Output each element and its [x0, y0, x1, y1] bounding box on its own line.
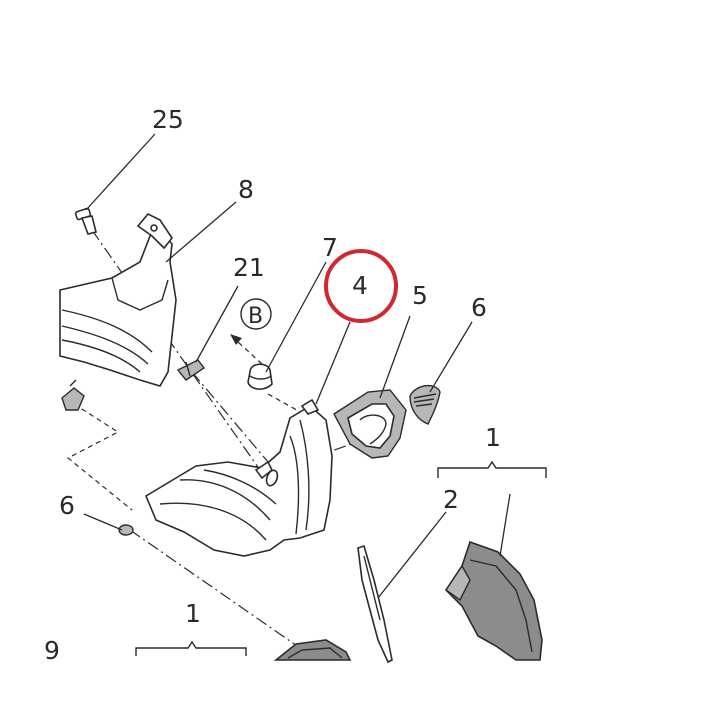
axis-clip-21	[191, 371, 269, 463]
leader-lines	[83, 133, 511, 599]
front-cowl-contour-5	[289, 435, 300, 535]
bracket-bottom-1	[135, 640, 247, 656]
callout-25[interactable]: 25	[152, 105, 184, 134]
callout-2[interactable]: 2	[443, 485, 459, 514]
lower-panel-body	[273, 639, 352, 661]
leader-4	[315, 321, 351, 405]
leader-5	[379, 315, 411, 399]
part-21-clip	[176, 359, 206, 381]
clip-21-body	[176, 359, 206, 381]
side-cowl-body	[59, 228, 177, 387]
leader-6-right	[429, 321, 473, 393]
arrow-b-shaft	[237, 341, 263, 365]
part-6-badge	[409, 385, 441, 425]
callout-4[interactable]: 4	[352, 271, 368, 300]
right-panel-rim	[469, 559, 533, 653]
highlight-ring-part-4	[324, 249, 398, 323]
arrow-b-head	[230, 334, 242, 345]
front-cowl-contour-4	[299, 419, 310, 531]
axis-grommet-7	[267, 393, 305, 415]
callout-cut-left: 9	[44, 636, 60, 665]
leader-7	[265, 261, 327, 373]
part-left-clip	[61, 379, 85, 411]
part-7-grommet	[247, 363, 273, 390]
part-6-screw-left	[118, 524, 134, 536]
part-1-right-panel	[444, 540, 543, 661]
reference-b-label: B	[248, 304, 263, 329]
leader-21	[195, 285, 239, 363]
windscreen-edge	[363, 555, 381, 621]
reference-b-marker: B	[240, 298, 272, 330]
leader-8	[165, 201, 237, 263]
grommet-ring	[249, 375, 272, 380]
part-5-badge-holder	[333, 389, 407, 459]
front-cowl-contour-2	[179, 479, 271, 521]
axis-left-clip	[66, 403, 133, 511]
part-1-lower-panel	[273, 639, 352, 661]
side-cowl-bracket-hole	[150, 224, 158, 232]
callout-5[interactable]: 5	[412, 281, 428, 310]
front-cowl-contour-3	[203, 469, 277, 505]
reference-b-circle	[240, 298, 272, 330]
group-brackets	[135, 460, 547, 656]
front-cowl-contour-1	[159, 502, 267, 541]
clip-21-edge	[185, 361, 191, 377]
front-cowl-badge-hole	[265, 469, 279, 487]
callout-1-right[interactable]: 1	[485, 423, 501, 452]
callout-7[interactable]: 7	[322, 233, 338, 262]
callout-21[interactable]: 21	[233, 253, 265, 282]
right-panel-flange	[445, 564, 471, 602]
badge-holder-inner	[347, 403, 395, 449]
bracket-right-1	[437, 460, 547, 478]
leader-25	[85, 133, 156, 211]
right-panel-body	[444, 540, 543, 661]
side-cowl-contour-2	[61, 325, 149, 365]
leader-6-left	[83, 513, 123, 531]
callout-8[interactable]: 8	[238, 175, 254, 204]
windscreen-blade	[357, 544, 393, 664]
side-cowl-contour-1	[61, 309, 153, 353]
leader-2	[377, 511, 447, 599]
part-25-bolt	[74, 207, 97, 235]
axis-bolt-25	[91, 229, 261, 471]
lower-panel-rim	[287, 647, 343, 659]
part-2-windscreen	[357, 544, 393, 664]
callout-1-bottom[interactable]: 1	[185, 599, 201, 628]
callout-6-right[interactable]: 6	[471, 293, 487, 322]
front-cowl-tab	[300, 398, 320, 415]
side-cowl-contour-4	[111, 277, 169, 311]
badge-holder-shield	[359, 414, 387, 445]
bolt-shank	[80, 215, 97, 235]
side-cowl-contour-3	[61, 339, 141, 373]
part-4-front-cowl	[144, 398, 333, 557]
left-clip-body	[61, 387, 85, 411]
screw-6-head	[118, 524, 134, 536]
grommet-body	[247, 363, 273, 390]
leader-1-right	[499, 493, 511, 557]
callout-6-left[interactable]: 6	[59, 491, 75, 520]
left-clip-tab	[69, 379, 77, 387]
part-8-side-cowl	[59, 213, 177, 387]
callout-labels: 25 8 21 7 4 5 6 1 2 6 1 9	[44, 105, 501, 665]
badge-stripes	[413, 393, 437, 407]
